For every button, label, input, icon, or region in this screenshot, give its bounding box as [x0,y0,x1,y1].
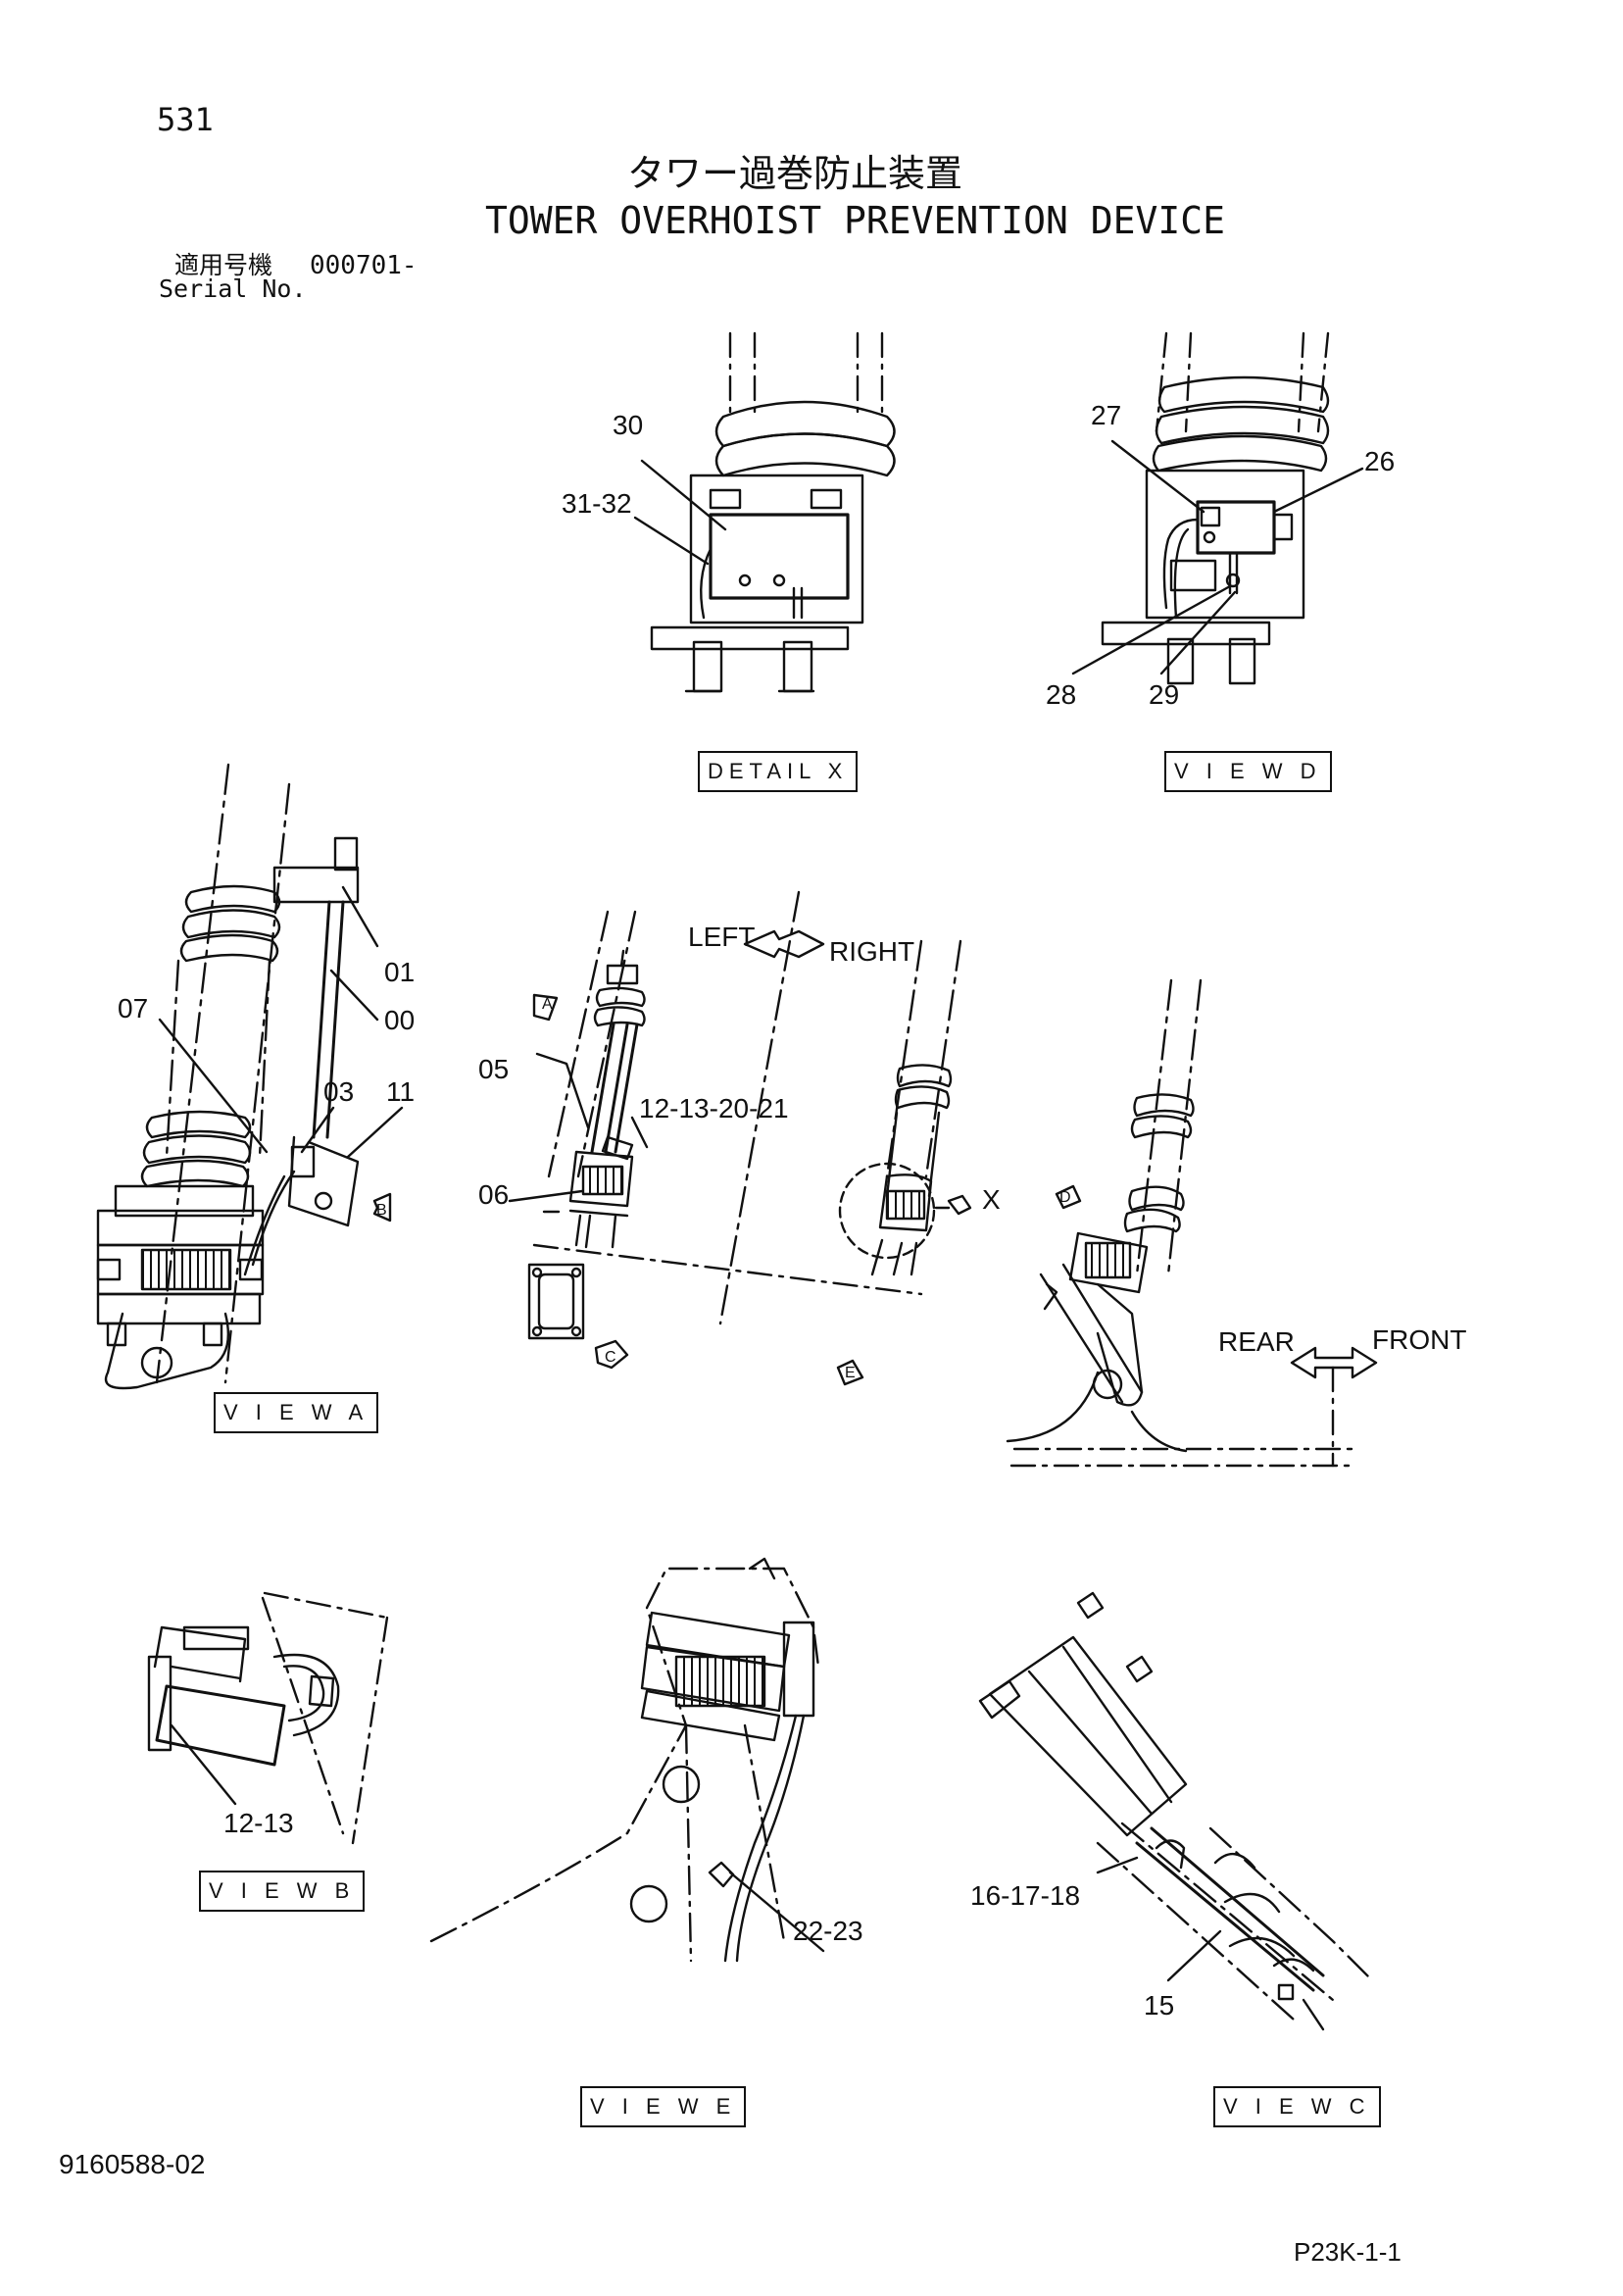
serial-value: 000701- [310,251,418,280]
view-b-label: V I E W B [199,1871,366,1912]
detail-x-label: DETAIL X [698,751,859,792]
view-marker-a: A [542,996,553,1013]
part-12-13-20-21-label: 12-13-20-21 [639,1093,789,1123]
serial-label: Serial No. [159,275,307,303]
direction-left-label: LEFT [688,922,756,952]
part-28-label: 28 [1046,679,1077,710]
part-30-label: 30 [613,410,644,440]
view-e-label: V I E W E [580,2086,747,2127]
direction-right-label: RIGHT [829,936,915,967]
page-title: TOWER OVERHOIST PREVENTION DEVICE [485,199,1225,242]
page-title-japanese: タワー過巻防止装置 [627,152,963,195]
side-view-drawing [1006,978,1378,1468]
part-12-13-label: 12-13 [223,1808,294,1838]
view-marker-d: D [1059,1189,1071,1206]
part-15-label: 15 [1144,1990,1175,2021]
view-d-drawing [1071,331,1364,685]
view-d-label: V I E W D [1164,751,1332,792]
direction-front-label: FRONT [1372,1324,1467,1355]
part-16-17-18-label: 16-17-18 [970,1880,1081,1911]
view-c-label: V I E W C [1213,2086,1381,2127]
part-03-label: 03 [323,1076,355,1107]
view-marker-c: C [605,1349,616,1366]
part-26-label: 26 [1364,446,1396,476]
assembly-overview-drawing [508,890,972,1386]
part-22-23-label: 22-23 [793,1916,863,1946]
part-11-label: 11 [386,1076,416,1107]
document-number: 9160588-02 [59,2149,206,2179]
part-27-label: 27 [1091,400,1122,430]
view-c-drawing [978,1591,1374,2031]
view-marker-e: E [845,1365,856,1381]
part-29-label: 29 [1149,679,1180,710]
part-06-label: 06 [478,1179,510,1210]
view-e-drawing [429,1557,825,1963]
part-00-label: 00 [384,1005,416,1035]
detail-x-drawing [633,331,896,693]
view-a-label: V I E W A [214,1392,379,1433]
part-07-label: 07 [118,993,149,1023]
serial-label-japanese: 適用号機 [174,251,273,279]
view-a-drawing [96,763,404,1390]
page-code: P23K-1-1 [1294,2237,1402,2267]
part-01-label: 01 [384,957,416,987]
page-number: 531 [157,101,214,138]
direction-rear-label: REAR [1218,1326,1295,1357]
part-05-label: 05 [478,1054,510,1084]
view-b-drawing [147,1591,389,1845]
detail-x-marker: X [982,1184,1001,1215]
part-31-32-label: 31-32 [562,488,632,519]
view-marker-b: B [376,1202,387,1219]
